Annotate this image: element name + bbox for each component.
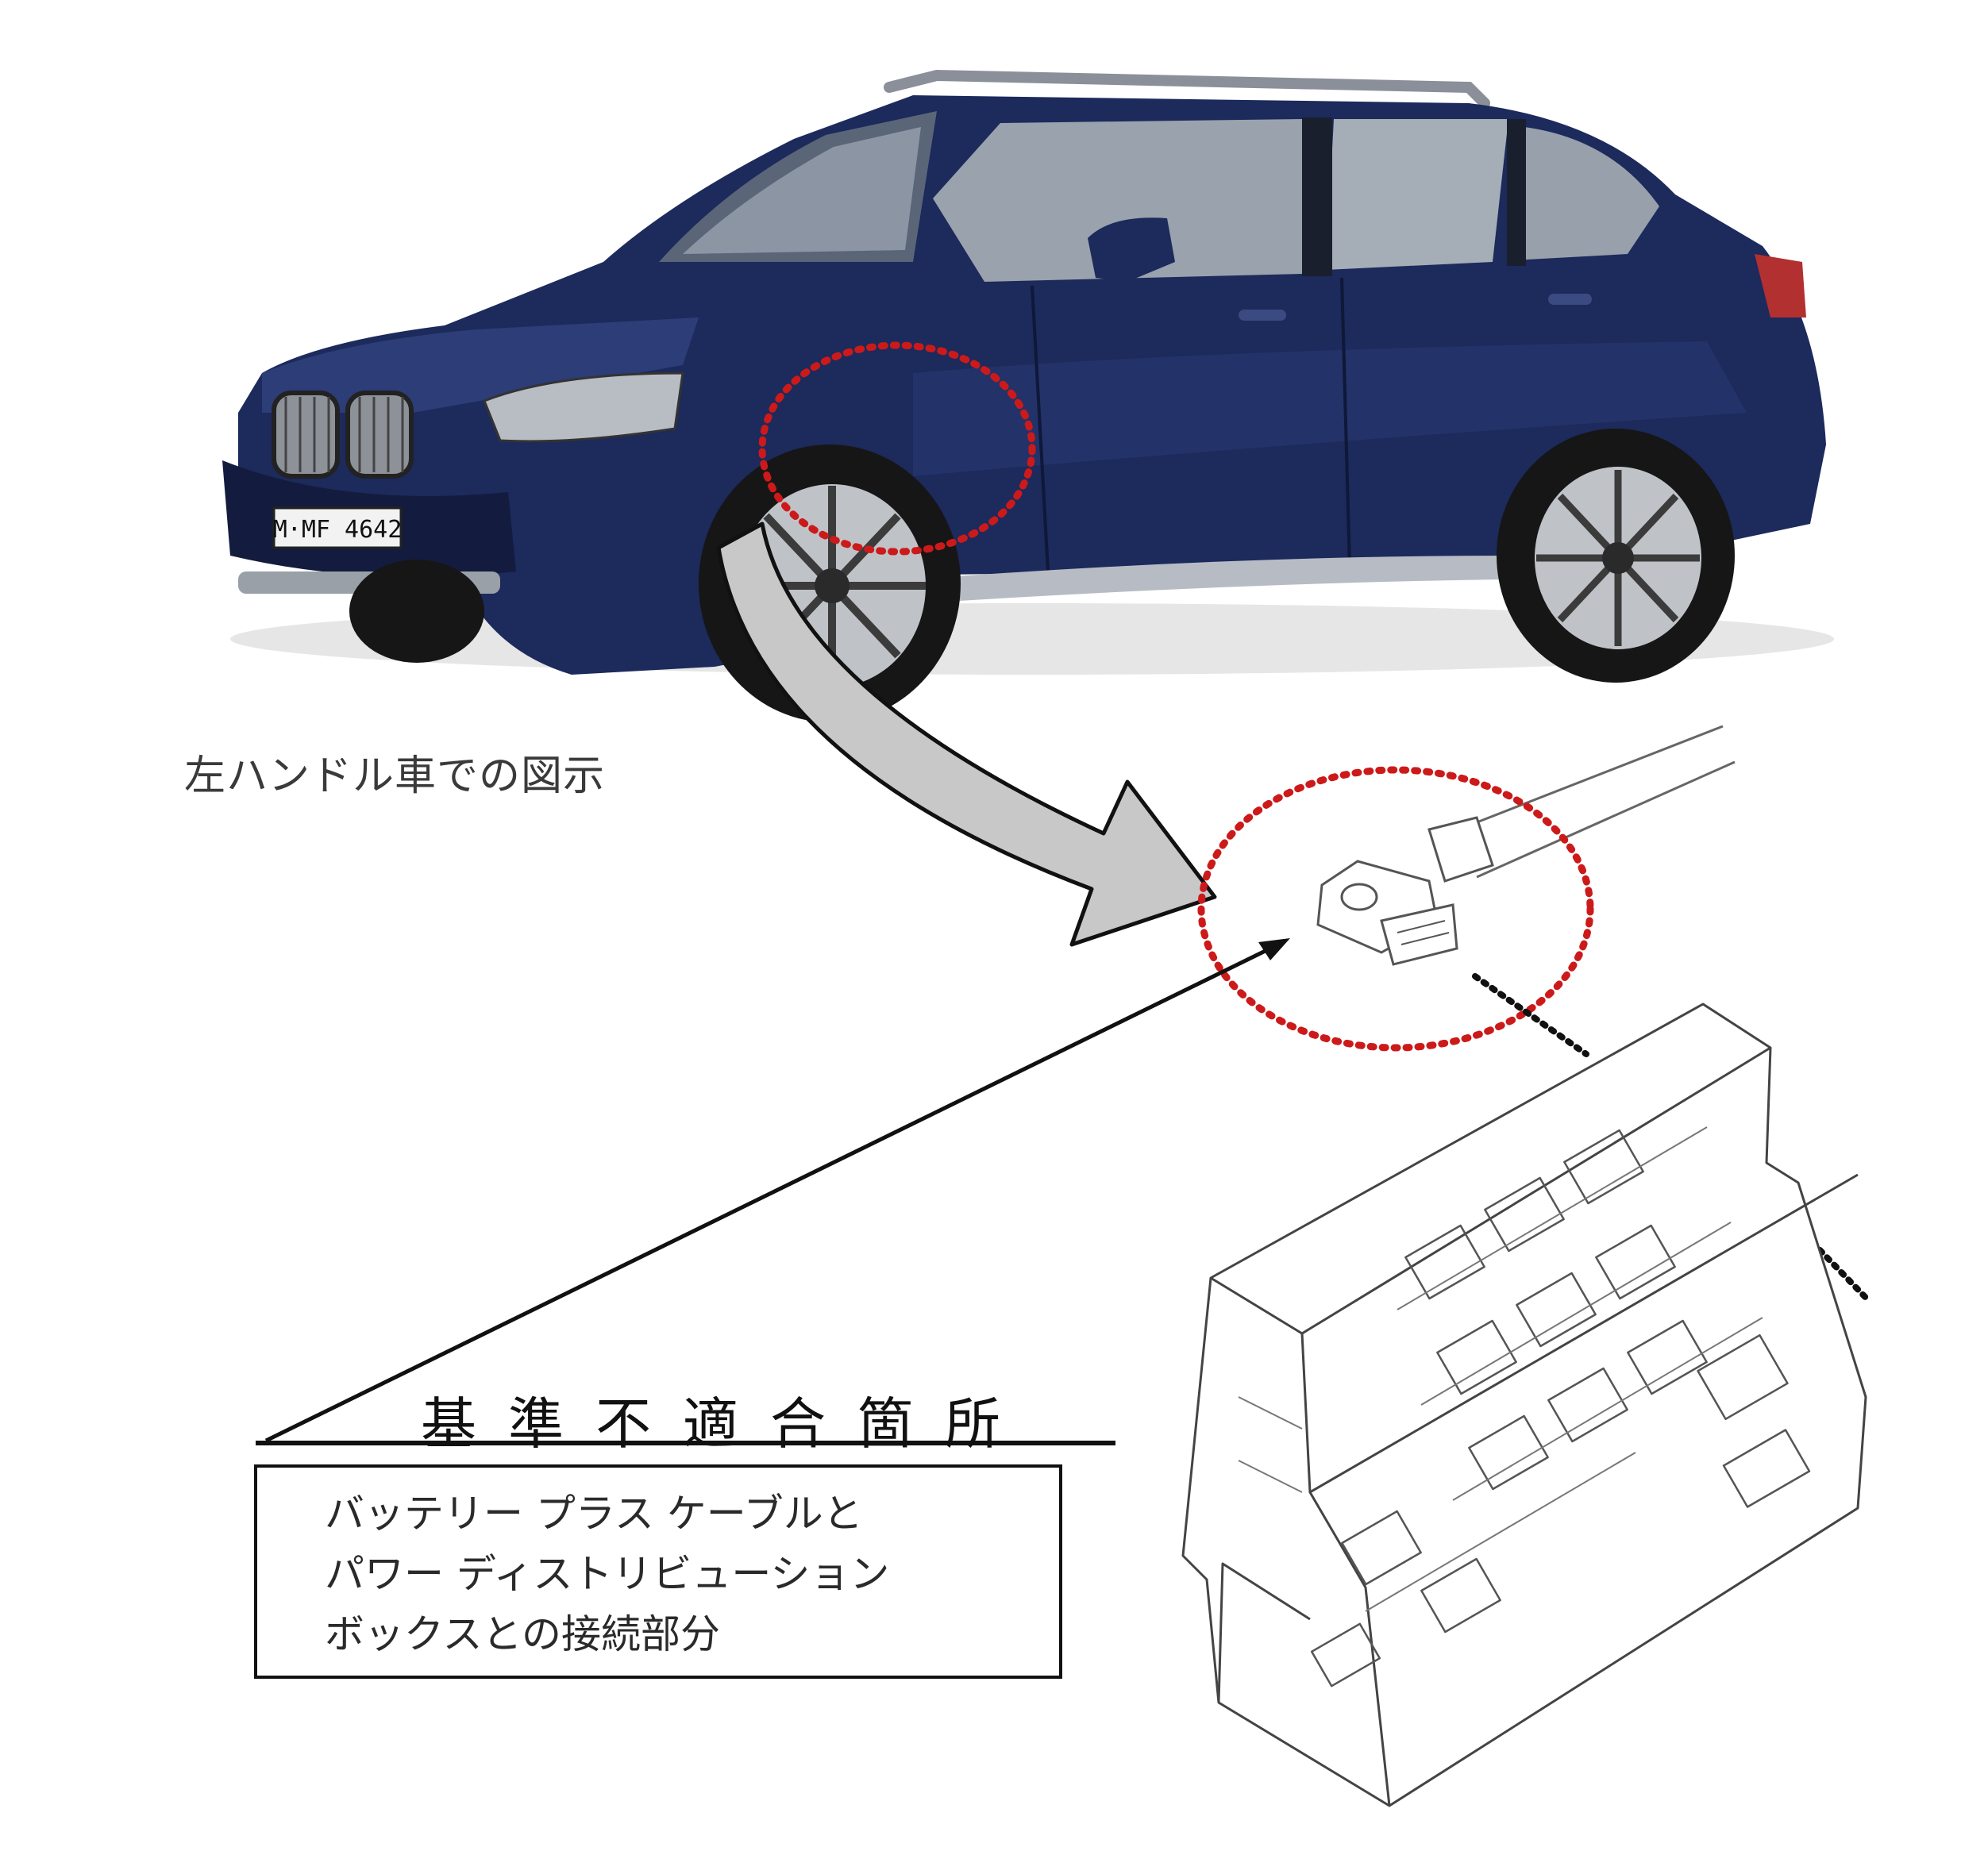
curved-arrow: [716, 521, 1217, 947]
cable-terminal-icon: [1316, 816, 1494, 966]
leader-arrowhead: [1258, 938, 1290, 960]
diagram-caption: 左ハンドル車での図示: [184, 752, 606, 800]
description-line-3: ボックスとの接続部分: [325, 1611, 720, 1657]
nonconformity-heading: 基準不適合箇所: [421, 1391, 1032, 1457]
car-highlight-circle: [758, 341, 1036, 556]
fuse-box-illustration: [1181, 1002, 1867, 1807]
license-plate-text: M·MF 4642: [273, 516, 403, 544]
description-box: バッテリー プラス ケーブルと パワー ディストリビューション ボックスとの接続…: [254, 1464, 1062, 1679]
dotted-leader-terminal: [1472, 973, 1589, 1057]
battery-cable: [1468, 725, 1736, 879]
leader-line: [264, 942, 1280, 1443]
description-line-1: バッテリー プラス ケーブルと: [325, 1491, 863, 1537]
car-illustration: M·MF 4642: [222, 69, 1834, 722]
description-line-2: パワー ディストリビューション: [325, 1551, 890, 1597]
terminal-highlight-circle: [1197, 766, 1594, 1052]
